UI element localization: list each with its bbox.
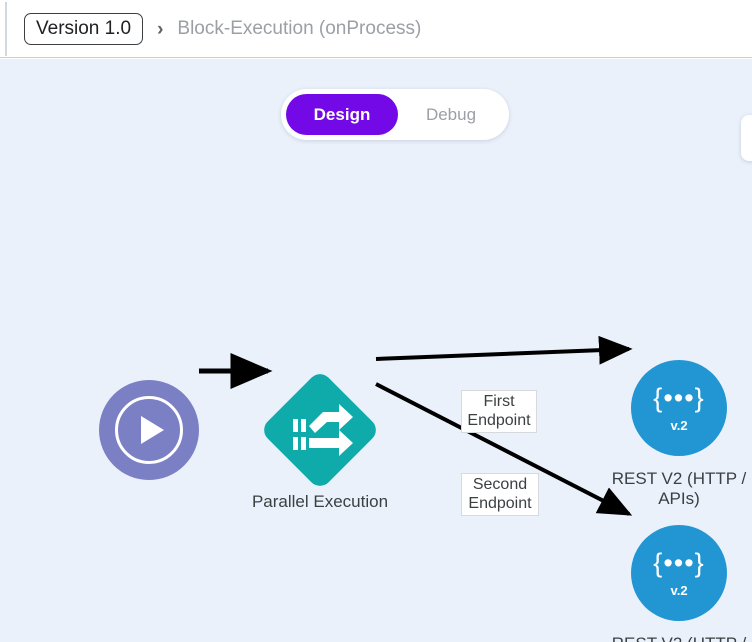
header-bar: Version 1.0 › Block-Execution (onProcess…: [0, 0, 752, 58]
chevron-right-icon: ›: [157, 18, 164, 40]
side-panel-peek[interactable]: [741, 115, 752, 161]
node-rest-v2-first[interactable]: {•••} v.2: [631, 360, 727, 456]
edge-label-second-endpoint[interactable]: Second Endpoint: [461, 473, 539, 517]
braces-icon: {•••}: [653, 382, 705, 413]
breadcrumb: Version 1.0 › Block-Execution (onProcess…: [24, 0, 421, 58]
node-start[interactable]: [99, 380, 199, 480]
tab-design[interactable]: Design: [286, 94, 398, 135]
edge-label-first-endpoint[interactable]: First Endpoint: [461, 390, 537, 434]
page-title: Block-Execution (onProcess): [177, 18, 422, 39]
version-chip[interactable]: Version 1.0: [24, 12, 144, 46]
node-rest-v2-second[interactable]: {•••} v.2: [631, 525, 727, 621]
node-label-parallel-execution: Parallel Execution: [251, 492, 389, 511]
edge-parallel-to-rest2: [375, 382, 633, 516]
play-icon: [115, 396, 183, 464]
version-badge: v.2: [670, 582, 688, 598]
node-parallel-execution[interactable]: [259, 369, 381, 491]
mode-toggle: Design Debug: [281, 89, 509, 140]
header-accent-rail: [5, 2, 7, 56]
split-arrows-icon: [293, 404, 353, 456]
node-label-rest-v2-second: REST V2 (HTTP / APIs): [604, 634, 752, 642]
edge-parallel-to-rest1: [375, 335, 633, 365]
braces-icon: {•••}: [653, 547, 705, 578]
tab-debug[interactable]: Debug: [425, 104, 477, 124]
edge-layer: [199, 335, 633, 516]
node-label-rest-v2-first: REST V2 (HTTP / APIs): [611, 469, 747, 509]
flow-canvas[interactable]: Design Debug {•••} v.2: [0, 59, 752, 642]
version-badge: v.2: [670, 417, 688, 433]
